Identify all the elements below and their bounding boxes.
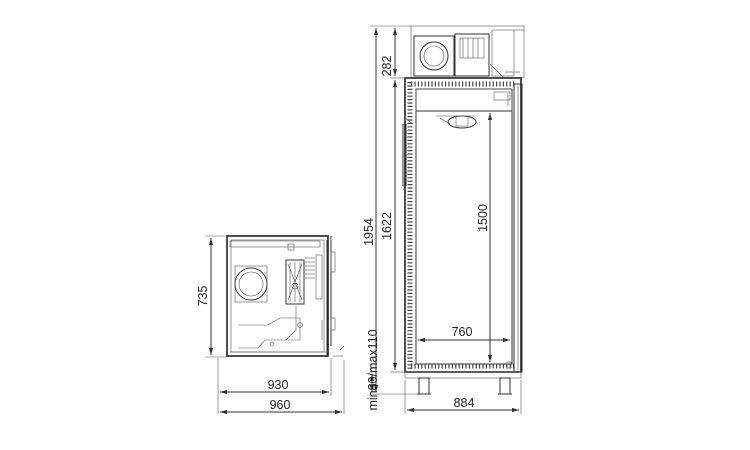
dim-label-legs: min80/max110	[366, 329, 380, 410]
dim-label-1954: 1954	[362, 218, 376, 246]
dimension-depth-body: 930	[217, 358, 345, 414]
dimension-depth-total: 960	[220, 398, 342, 415]
dimension-interior-width: 760	[418, 325, 510, 343]
thermostat-sensor	[402, 117, 414, 190]
front-view	[402, 25, 525, 395]
dim-label-282: 282	[380, 56, 394, 77]
condenser-fan-icon	[234, 265, 268, 303]
dim-label-760: 760	[452, 325, 473, 339]
top-unit	[410, 25, 525, 79]
dim-label-930: 930	[268, 378, 289, 392]
dimension-total-height: 1954	[362, 25, 418, 395]
dim-label-1622: 1622	[380, 212, 394, 240]
dimension-total-width: 884	[404, 380, 522, 414]
evaporator-fan-icon	[436, 115, 477, 129]
dim-label-960: 960	[270, 398, 291, 412]
dimension-leg-height: min80/max110	[366, 329, 380, 410]
dimension-top-unit-height: 282	[380, 28, 406, 79]
dim-label-884: 884	[454, 396, 475, 410]
foot-right	[498, 377, 512, 395]
door	[506, 83, 523, 373]
dimension-side-height: 735	[196, 235, 226, 358]
top-view	[226, 235, 345, 357]
fin-stack	[305, 254, 323, 300]
dimension-cabinet-height: 1622	[380, 80, 406, 373]
dim-label-1500: 1500	[476, 204, 490, 232]
foot-left	[417, 377, 431, 395]
dim-label-735: 735	[196, 286, 210, 307]
dimension-interior-height: 1500	[476, 113, 493, 362]
condenser-coil-icon	[285, 259, 305, 305]
